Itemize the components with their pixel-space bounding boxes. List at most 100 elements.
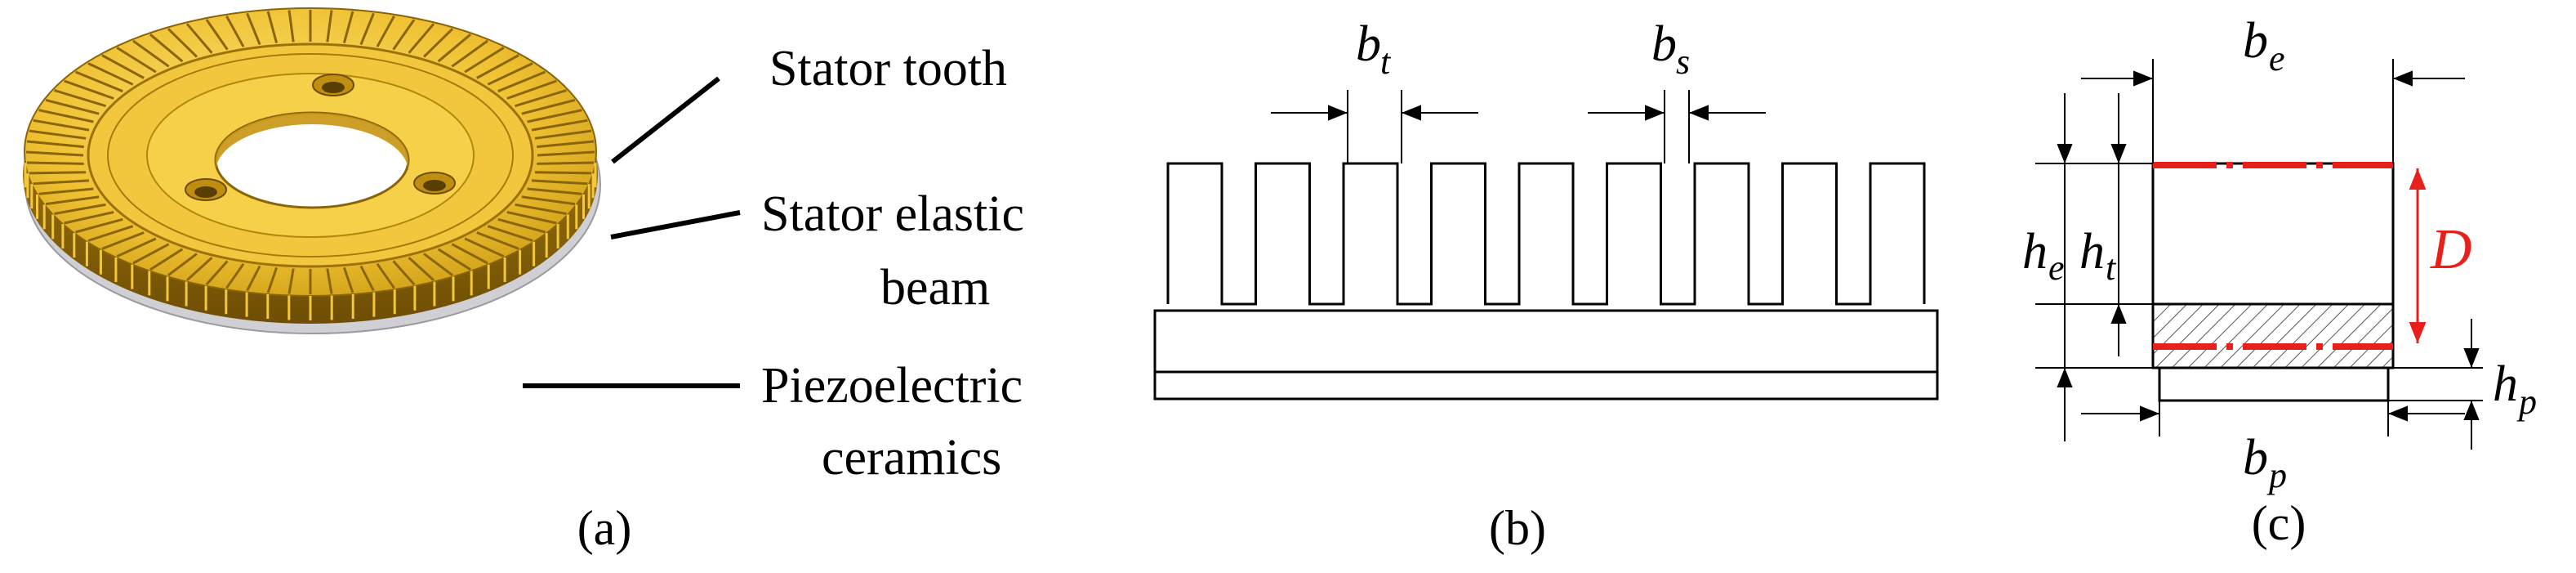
tooth-slot-line <box>167 28 198 58</box>
tooth-slot-line <box>521 98 576 115</box>
tooth-slot-line <box>487 225 533 242</box>
panel-a-stator-render: Stator tooth Stator elastic beam Piezoel… <box>23 7 1024 555</box>
tooth-slot-line <box>205 260 229 285</box>
tooth-slot-line <box>246 12 261 46</box>
tooth-slot-line <box>29 171 87 175</box>
tooth-slot-line <box>451 39 488 68</box>
svg-text:h: h <box>2022 224 2048 280</box>
svg-text:h: h <box>2079 224 2105 280</box>
elastic-base-hatched <box>2151 302 2395 369</box>
tooth-slot-line <box>101 54 145 79</box>
center-hole-wall <box>216 113 408 172</box>
tooth-slot-line <box>38 187 94 195</box>
mounting-hole-top <box>312 74 354 96</box>
tooth-slot-line <box>515 203 567 215</box>
label-stator-elastic: Stator elastic <box>761 186 1024 242</box>
piezo-layer-section <box>2158 366 2390 402</box>
svg-text:b: b <box>2243 13 2268 69</box>
tooth-slot-line <box>497 70 546 93</box>
stator-inner-step <box>107 53 514 257</box>
tooth-profile-outline <box>1166 162 1926 306</box>
panel-c-cross-section: D b e b p h e <box>2022 13 2537 550</box>
tooth-slot-line <box>225 262 245 289</box>
tooth-slot-line <box>149 248 184 271</box>
svg-text:e: e <box>2269 38 2285 78</box>
tooth-slot-line <box>287 268 295 294</box>
tooth-slot-line <box>185 23 213 54</box>
tooth-slot-line <box>487 62 533 86</box>
leader-stator-tooth <box>611 76 720 164</box>
stator-base-beam <box>1153 309 1939 401</box>
tooth-slot-line <box>29 129 87 140</box>
tooth-slot-line <box>116 47 157 74</box>
svg-text:t: t <box>2106 248 2117 288</box>
stator-teeth-side <box>24 163 597 320</box>
tooth-slot-line <box>527 187 582 195</box>
svg-text:p: p <box>2516 382 2537 422</box>
tooth-slot-line <box>33 119 90 132</box>
mounting-hole-right <box>413 172 456 195</box>
dim-label-ht: h t <box>2079 224 2117 288</box>
tooth-slot-line <box>225 15 245 47</box>
tooth-slot-line <box>87 225 134 242</box>
tooth-slot-line <box>376 262 395 289</box>
dim-label-bs: b s <box>1651 16 1690 82</box>
tooth-slot-line <box>534 129 592 140</box>
svg-text:h: h <box>2493 356 2518 412</box>
tooth-slot-line <box>506 79 557 100</box>
tooth-slot-line <box>408 23 435 54</box>
tooth-slot-line <box>476 54 519 79</box>
tooth-slot-line <box>521 195 576 206</box>
dim-label-bt: b t <box>1356 16 1392 82</box>
tooth-slot-line <box>537 150 595 157</box>
tooth-slot-line <box>205 19 229 51</box>
tooth-slot-line <box>101 231 145 250</box>
tooth-slot-line <box>287 10 295 43</box>
tooth-slot-line <box>531 179 588 186</box>
tooth-slot-line <box>534 171 592 175</box>
tooth-slot-line <box>476 231 519 250</box>
tooth-slot-line <box>132 39 170 68</box>
svg-text:b: b <box>1651 16 1677 72</box>
tooth-slot-line <box>342 266 354 293</box>
tooth-slot-line <box>45 195 100 206</box>
tooth-slot-line <box>64 211 114 225</box>
tooth-slot-line <box>266 11 279 43</box>
tooth-slot-line <box>246 265 261 292</box>
tooth-slot-line <box>392 260 416 285</box>
tooth-slot-line <box>537 140 595 149</box>
tooth-slot-line <box>464 237 505 257</box>
tooth-slot-line <box>45 98 100 115</box>
tooth-slot-line <box>116 237 157 257</box>
label-displacement-D: D <box>2430 218 2472 281</box>
dim-label-be: b e <box>2243 13 2285 78</box>
tooth-slot-line <box>132 243 170 265</box>
tooth-slot-line <box>408 257 435 281</box>
tooth-slot-line <box>74 70 123 93</box>
tooth-slot-line <box>149 34 184 63</box>
label-stator-tooth: Stator tooth <box>769 41 1007 96</box>
label-ceramics: ceramics <box>822 430 1001 486</box>
caption-b: (b) <box>1489 501 1546 555</box>
tooth-slot-line <box>376 15 395 47</box>
tooth-slot-line <box>64 79 114 100</box>
tooth-slot-line <box>33 179 90 186</box>
tooth-slot-line <box>506 211 557 225</box>
tooth-slot-line <box>26 140 84 149</box>
svg-text:s: s <box>1676 42 1690 82</box>
tooth-slot-line <box>87 62 134 86</box>
label-beam: beam <box>880 260 990 316</box>
tooth-slot-line <box>326 10 333 43</box>
tooth-slot-line <box>451 243 488 265</box>
svg-text:p: p <box>2266 455 2287 495</box>
svg-text:t: t <box>1380 42 1392 82</box>
dim-label-hp: h p <box>2493 356 2537 422</box>
tooth-slot-line <box>422 28 454 58</box>
tooth-slot-line <box>326 268 333 294</box>
tooth-slot-line <box>437 34 471 63</box>
svg-text:e: e <box>2048 248 2065 288</box>
tooth-slot-line <box>359 12 375 46</box>
dim-label-he: h e <box>2022 224 2065 288</box>
leader-elastic-beam <box>610 210 741 239</box>
